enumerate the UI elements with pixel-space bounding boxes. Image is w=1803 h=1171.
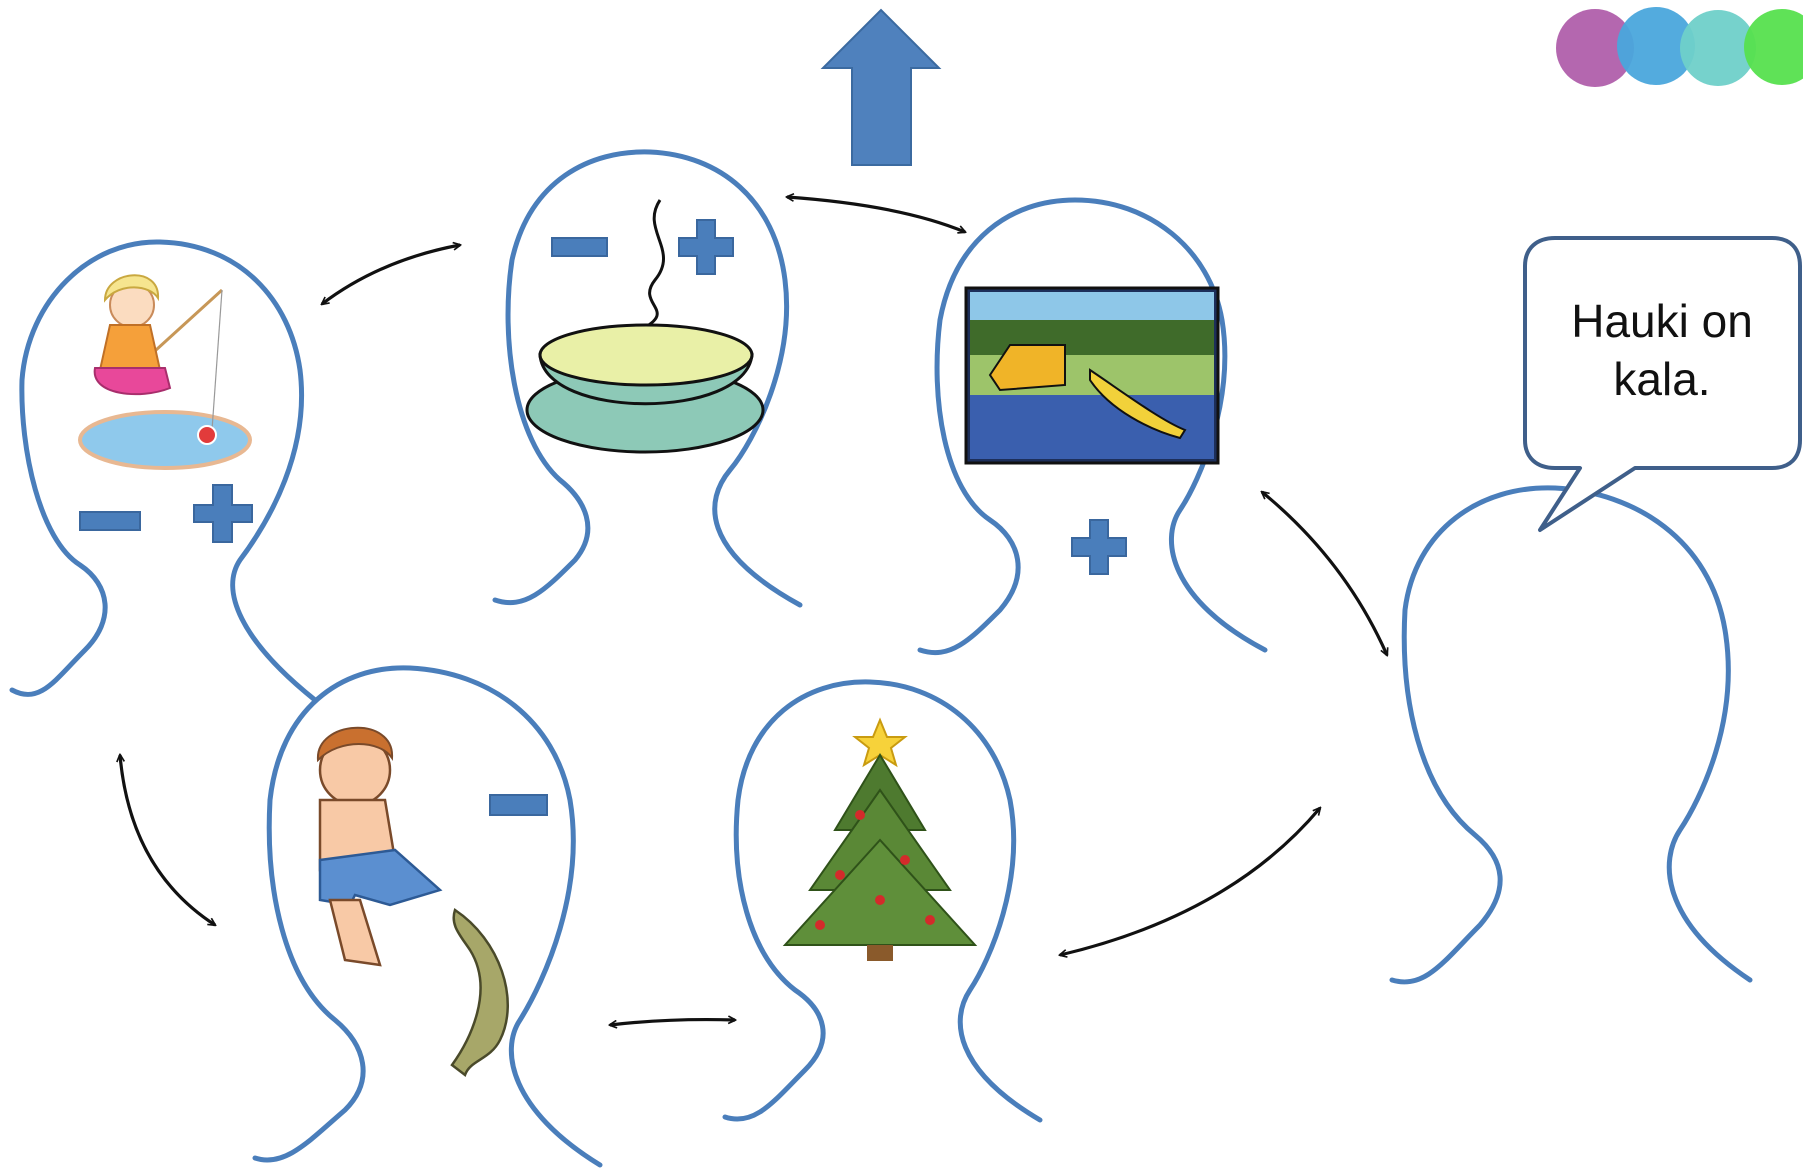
- logo-dot-teal: [1680, 10, 1756, 86]
- connector-arrows: [120, 197, 1387, 1025]
- ornament: [835, 870, 845, 880]
- head-fishing-girl: [9, 239, 318, 703]
- head-outline: [722, 679, 1043, 1123]
- minus-sign: [79, 511, 141, 531]
- arrow-girl-soup: [322, 245, 460, 304]
- arrow-tree-speaker: [1060, 808, 1320, 955]
- girl-shirt: [98, 324, 162, 371]
- fishing-girl-illustration: [78, 274, 252, 470]
- head-outline: [9, 239, 318, 703]
- ornament: [855, 810, 865, 820]
- plus-sign: [678, 219, 734, 275]
- head-speaker: [1389, 485, 1753, 985]
- head-christmas-tree: [722, 679, 1043, 1123]
- boy-leg: [328, 898, 382, 967]
- bobber: [197, 425, 217, 445]
- soup-bowl-illustration: [525, 199, 765, 454]
- ornament: [900, 855, 910, 865]
- boy-shorts: [318, 848, 443, 907]
- arrow-boy-tree: [610, 1020, 735, 1025]
- head-outline: [252, 665, 603, 1168]
- christmas-tree-illustration: [782, 717, 978, 961]
- logo-dot-green: [1744, 9, 1803, 85]
- head-outline: [1389, 485, 1753, 985]
- plus-sign: [1071, 519, 1127, 575]
- fishing-line: [211, 289, 223, 431]
- up-arrow: [820, 8, 942, 166]
- speech-bubble-text: Hauki on kala.: [1528, 292, 1796, 408]
- pond: [78, 410, 252, 470]
- girl-pants: [93, 367, 172, 396]
- logo-dots: [1556, 7, 1803, 87]
- head-outline: [917, 197, 1268, 656]
- logo-dot-purple: [1556, 9, 1634, 87]
- head-boy-pike: [252, 665, 603, 1168]
- ornament: [925, 915, 935, 925]
- arrow-girl-boy: [120, 755, 215, 925]
- minus-sign: [551, 237, 608, 257]
- boy-pike-illustration: [316, 726, 509, 1078]
- minus-sign: [489, 794, 548, 816]
- ornament: [875, 895, 885, 905]
- girl-hair: [103, 274, 160, 303]
- speech-bubble-shape: [1523, 236, 1802, 532]
- logo-dot-blue: [1617, 7, 1695, 85]
- pike-fish: [450, 908, 509, 1078]
- arrow-lake-speaker: [1262, 492, 1387, 655]
- speech-line-2: kala.: [1613, 353, 1711, 405]
- lake-cabin-illustration: [964, 286, 1220, 465]
- plus-sign: [193, 484, 253, 543]
- cabin: [988, 344, 1066, 392]
- steam: [631, 199, 665, 345]
- tree-bottom: [782, 838, 978, 946]
- fishing-rod: [143, 288, 224, 362]
- speech-line-1: Hauki on: [1571, 295, 1753, 347]
- boy-hair: [316, 726, 394, 763]
- ornament: [815, 920, 825, 930]
- head-outline: [492, 149, 803, 608]
- head-soup-bowl: [492, 149, 803, 608]
- head-lake-cabin: [917, 197, 1268, 656]
- arrow-soup-lake: [787, 197, 965, 232]
- tree-trunk: [867, 945, 893, 961]
- canoe: [1089, 368, 1187, 440]
- speech-bubble: [1523, 236, 1802, 532]
- soup-surface: [538, 323, 754, 387]
